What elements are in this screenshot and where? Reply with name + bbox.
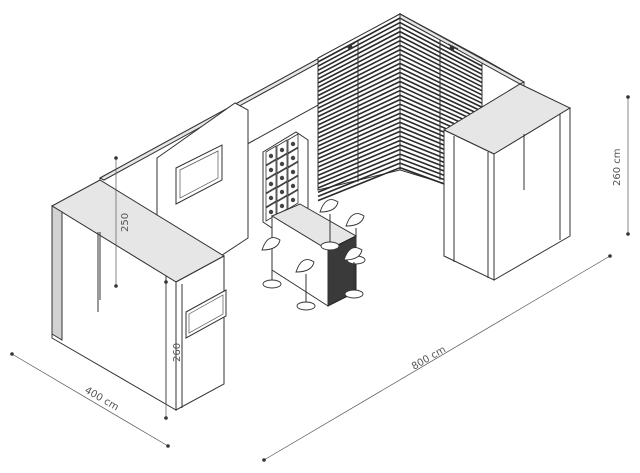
slat-line <box>317 112 401 151</box>
slat-line <box>399 30 483 76</box>
slat-line <box>317 21 401 67</box>
shelf-item <box>279 203 285 209</box>
slat-line <box>317 44 401 88</box>
bar-counter <box>270 203 358 307</box>
slat-line <box>317 49 401 93</box>
slat-line <box>317 80 401 122</box>
slat-line <box>317 153 401 189</box>
slat-line <box>317 157 401 193</box>
length-dimension-label: 800 cm <box>410 344 448 372</box>
slat-line <box>317 85 401 126</box>
slat-line <box>317 67 401 109</box>
slat-line <box>317 107 401 147</box>
slat-line <box>399 71 483 113</box>
track-lights <box>344 42 459 51</box>
slat-line <box>317 121 401 160</box>
shelf-item <box>268 181 274 187</box>
shelf-item <box>279 175 285 181</box>
wall-screen <box>175 144 223 205</box>
slat-line <box>317 139 401 177</box>
slat-line <box>399 35 483 80</box>
shelf-item <box>268 195 274 201</box>
slat-line <box>317 39 401 84</box>
slat-line <box>317 162 401 198</box>
slat-line <box>317 148 401 185</box>
slat-line <box>317 94 401 135</box>
slat-line <box>317 89 401 130</box>
shelf-item <box>290 155 296 161</box>
wall-height-label: 250 <box>120 213 131 232</box>
bar-stool <box>319 199 340 251</box>
slat-line <box>399 26 483 71</box>
slat-line <box>399 44 483 88</box>
dimension-lines <box>10 95 630 462</box>
slat-line <box>399 39 483 84</box>
shelf-item <box>268 153 274 159</box>
slat-line <box>317 166 401 202</box>
bar-stool <box>261 237 282 289</box>
shelf-item <box>290 169 296 175</box>
left-tower <box>50 179 227 411</box>
slat-line <box>399 67 483 108</box>
slat-line <box>317 98 401 139</box>
shelf-item <box>279 161 285 167</box>
slat-line <box>317 103 401 143</box>
slat-line <box>317 17 401 63</box>
slat-line <box>399 53 483 96</box>
bar-stool <box>343 247 364 299</box>
slat-line <box>317 117 401 156</box>
slat-line <box>399 80 483 121</box>
slat-line <box>399 49 483 92</box>
front-tower-height-label: 260 <box>172 343 183 362</box>
shelf-item <box>268 209 274 215</box>
tower-height-label: 260 cm <box>612 148 623 186</box>
shelf-item <box>268 167 274 173</box>
bar-stool <box>295 259 316 311</box>
slat-line <box>317 135 401 172</box>
slat-line <box>317 62 401 105</box>
slat-line <box>317 76 401 118</box>
slat-line <box>399 62 483 104</box>
shelf-item <box>279 189 285 195</box>
slat-line <box>317 130 401 168</box>
bar-stools <box>261 199 366 311</box>
slat-line <box>317 26 401 72</box>
shelf-item <box>290 183 296 189</box>
slat-line <box>317 58 401 101</box>
slat-line <box>317 53 401 97</box>
right-tower <box>442 83 572 281</box>
slat-line <box>317 144 401 181</box>
slat-line <box>317 35 401 80</box>
shelf-item <box>290 197 296 203</box>
shelf-item <box>279 147 285 153</box>
slat-line <box>399 58 483 100</box>
slat-line <box>317 71 401 114</box>
slat-line <box>399 76 483 117</box>
slat-line <box>317 126 401 164</box>
shelf-item <box>290 141 296 147</box>
slat-line <box>317 30 401 76</box>
slat-line <box>399 21 483 67</box>
slatted-back-wall <box>317 13 401 202</box>
